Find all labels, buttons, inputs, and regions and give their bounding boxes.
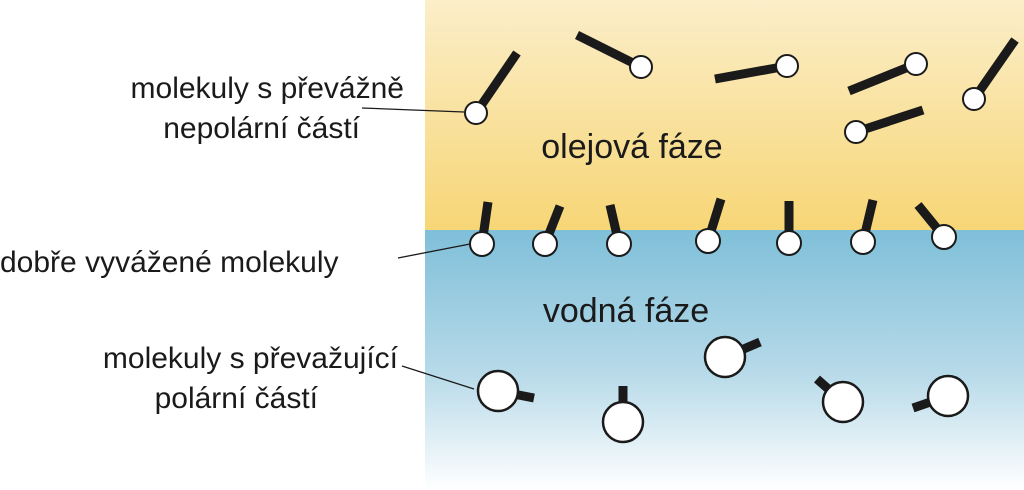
molecule-nonpolar [574,30,653,79]
molecule-balanced [914,202,957,250]
polar-molecules [476,335,970,444]
molecule-balanced [850,198,878,255]
nonpolar-leader-line [361,107,465,113]
molecule-polar [703,335,762,379]
molecule-nonpolar [847,52,928,96]
balanced-leader-line [397,243,471,259]
molecule-balanced [605,203,632,257]
molecule-polar [601,386,645,444]
molecule-polar [911,374,970,418]
polar-label-line2: polární částí [155,382,319,415]
molecule-polar [814,375,865,424]
balanced-molecules [469,197,957,257]
oil-phase-region [425,0,1024,230]
molecule-nonpolar [464,50,521,125]
polar-leader-line [401,365,475,390]
molecule-nonpolar [962,37,1019,111]
molecule-balanced [469,201,495,257]
water-phase-label: vodná fáze [543,292,709,330]
nonpolar-molecules [464,30,1019,144]
molecule-balanced [776,201,802,256]
molecule-polar [476,369,535,413]
nonpolar-label-line2: nepolární částí [163,112,360,145]
molecule-balanced [695,197,726,254]
molecule-balanced [532,204,565,257]
molecule-nonpolar [714,54,799,84]
balanced-label: dobře vyvážené molekuly [0,246,339,279]
molecule-nonpolar [844,105,925,144]
nonpolar-label-line1: molekuly s převážně [131,72,404,105]
polar-label-line1: molekuly s převažující [103,342,399,375]
oil-phase-label: olejová fáze [541,128,722,166]
